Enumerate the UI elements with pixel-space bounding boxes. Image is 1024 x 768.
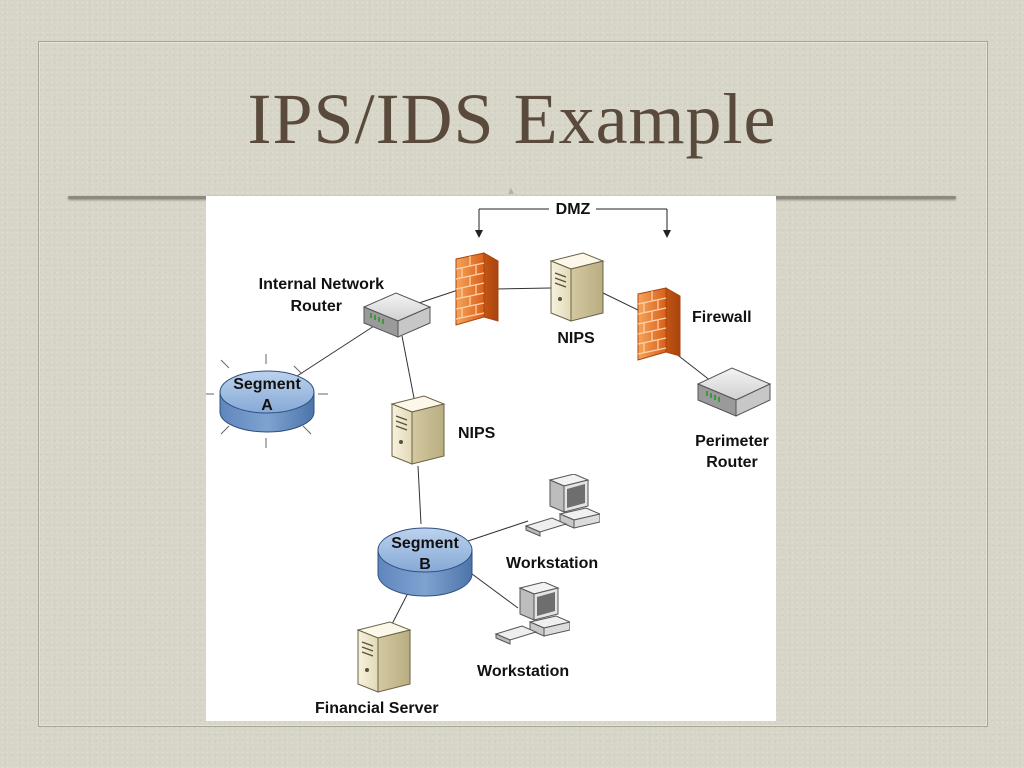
segment-b-label-line2: B	[419, 556, 431, 573]
slide-frame	[38, 41, 988, 727]
workstation-1-label: Workstation	[506, 555, 599, 572]
nips-top-label: NIPS	[557, 330, 595, 347]
segment-a-label-line1: Segment	[233, 376, 301, 393]
server-icon	[549, 252, 605, 322]
workstation-icon	[524, 474, 600, 537]
slide-title: IPS/IDS Example	[247, 79, 777, 159]
router-icon	[362, 292, 432, 338]
segment-hub-icon	[219, 370, 315, 433]
firewall-label: Firewall	[692, 309, 752, 326]
perimeter-router-label-line2: Router	[706, 454, 758, 471]
segment-a-spikes	[206, 354, 328, 448]
server-icon	[356, 621, 412, 693]
internal-router-label-line1: Internal Network	[258, 276, 384, 293]
connection-lines	[293, 287, 712, 629]
dmz-label: DMZ	[555, 201, 591, 218]
nips-mid-label: NIPS	[458, 425, 496, 442]
workstation-2-label: Workstation	[477, 663, 570, 680]
internal-router-label-line2: Router	[290, 298, 342, 315]
firewall-icon	[637, 287, 681, 361]
workstation-icon	[494, 582, 570, 645]
diagram-canvas	[206, 208, 712, 629]
segment-a-label-line2: A	[261, 397, 273, 414]
segment-hub-icon	[377, 527, 473, 597]
network-diagram: DMZ Internal Network Router NIPS Firewal…	[206, 196, 776, 721]
dmz-bracket	[475, 208, 671, 238]
router-icon	[696, 367, 772, 417]
financial-server-label: Financial Server	[315, 700, 439, 717]
divider-tick	[508, 188, 514, 194]
server-icon	[390, 395, 446, 465]
firewall-icon	[455, 252, 499, 326]
perimeter-router-label-line1: Perimeter	[695, 433, 769, 450]
segment-b-label-line1: Segment	[391, 535, 459, 552]
